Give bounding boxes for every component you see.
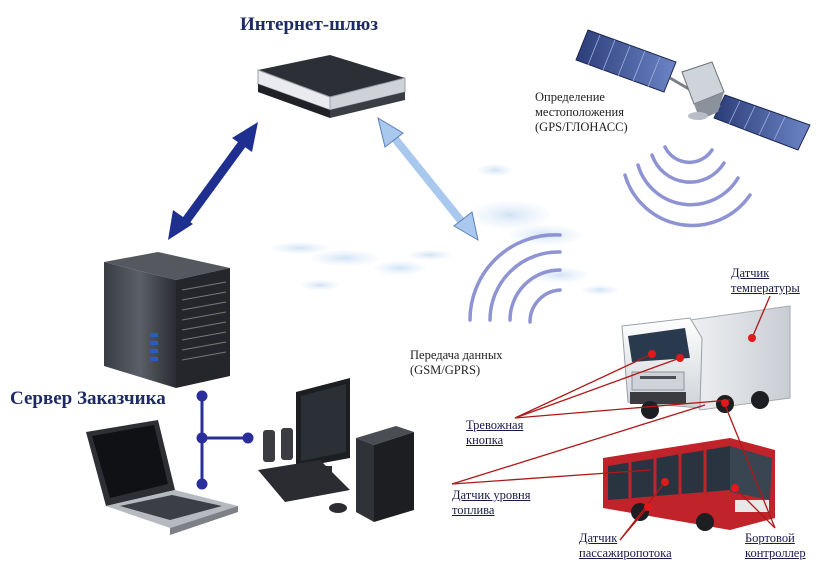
laptop-icon [86,420,238,535]
network-connector [196,390,254,490]
sensor-pointers [451,295,776,541]
temperature-sensor-label: Датчик температуры [731,266,800,296]
passenger-sensor-line2: пассажиропотока [579,546,672,560]
fuel-sensor-line1: Датчик уровня [452,488,531,502]
gps-caption-line1: Определение [535,90,605,104]
server-tower-icon [104,252,230,388]
gateway-title: Интернет-шлюз [240,14,378,35]
gps-caption-line3: (GPS/ГЛОНАСС) [535,120,628,134]
alarm-button-line1: Тревожная [466,418,524,432]
gsm-caption: Передача данных (GSM/GPRS) [410,348,503,378]
gsm-caption-line2: (GSM/GPRS) [410,363,481,377]
sensor-markers [644,334,756,511]
gsm-signal-icon [468,233,562,324]
gateway-gsm-arrow [377,116,479,242]
gps-signal-icon [623,145,752,228]
gsm-caption-line1: Передача данных [410,348,503,362]
router-icon [257,55,406,118]
alarm-button-label: Тревожная кнопка [466,418,523,448]
onboard-controller-line1: Бортовой [745,531,795,545]
satellite-icon [575,29,811,151]
onboard-controller-label: Бортовой контроллер [745,531,806,561]
cloud-icon [272,164,618,295]
desktop-pc-icon [258,378,414,522]
temperature-sensor-line2: температуры [731,281,800,295]
gps-caption: Определение местоположения (GPS/ГЛОНАСС) [535,90,628,135]
passenger-sensor-label: Датчик пассажиропотока [579,531,672,561]
server-gateway-arrow [168,122,258,240]
temperature-sensor-line1: Датчик [731,266,770,280]
truck-icon [621,305,791,419]
gps-caption-line2: местоположения [535,105,624,119]
onboard-controller-line2: контроллер [745,546,806,560]
bus-icon [603,438,775,531]
fuel-sensor-label: Датчик уровня топлива [452,488,530,518]
passenger-sensor-line1: Датчик [579,531,618,545]
server-title: Сервер Заказчика [10,388,166,409]
alarm-button-line2: кнопка [466,433,504,447]
fuel-sensor-line2: топлива [452,503,495,517]
